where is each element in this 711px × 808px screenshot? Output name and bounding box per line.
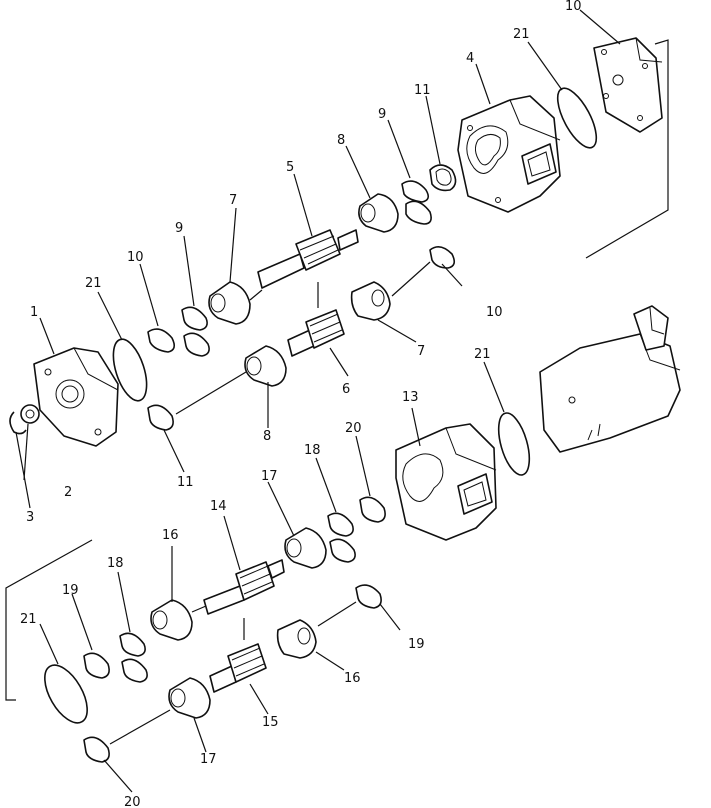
part-15-driven-gear[interactable] [209,643,267,693]
label-11a: 11 [414,83,431,98]
label-20a: 20 [345,421,362,436]
label-2: 2 [64,485,72,500]
label-10b: 10 [486,305,503,320]
label-3: 3 [26,510,34,525]
label-8b: 8 [263,429,271,444]
part-19-seal-right[interactable] [355,584,382,609]
part-21-o-ring-top[interactable] [550,83,604,153]
label-21a: 21 [513,27,530,42]
label-1: 1 [30,305,38,320]
label-14: 14 [210,499,227,514]
part-10-seal-left[interactable] [147,328,176,353]
part-13-pump-housing[interactable] [395,423,497,541]
part-21-o-ring-bottom[interactable] [36,658,96,729]
label-21d: 21 [20,612,37,627]
label-13: 13 [402,390,419,405]
label-19a: 19 [62,583,79,598]
label-18a: 18 [304,443,321,458]
part-17-bushing-upper[interactable] [284,527,327,569]
label-10a: 10 [127,250,144,265]
part-8-bushing-upper[interactable] [358,193,399,233]
part-16-bushing-right[interactable] [276,619,317,659]
part-21-o-ring-middle[interactable] [493,410,536,479]
part-16-bushing-left[interactable] [150,599,193,641]
label-17a: 17 [261,469,278,484]
part-7-bushing-right[interactable] [350,281,391,321]
label-9a: 9 [378,107,386,122]
part-19-seal-left[interactable] [83,652,110,679]
label-4: 4 [466,51,474,66]
part-8-bushing-lower[interactable] [244,345,287,387]
label-19b: 19 [408,637,425,652]
part-20-seal-upper[interactable] [359,496,386,523]
part-9-gasket-left[interactable] [181,306,210,357]
part-9-gasket-upper-right[interactable] [401,180,432,225]
label-21c: 21 [474,347,491,362]
label-21b: 21 [85,276,102,291]
leader-lines [15,9,621,793]
label-12: 10 [565,0,582,14]
part-20-seal-lower[interactable] [83,736,110,763]
label-15: 15 [262,715,279,730]
part-18-gasket-right[interactable] [327,512,356,563]
part-10-seal-right[interactable] [429,246,456,269]
label-7a: 7 [229,193,237,208]
part-3-snap-ring[interactable] [9,411,27,435]
part-5-drive-gear-shaft[interactable] [257,229,359,289]
assembly-bracket-bottom [5,539,93,701]
label-9b: 9 [175,221,183,236]
assembly-bracket-top [585,39,669,259]
part-21-o-ring-left[interactable] [107,335,153,405]
label-16b: 16 [344,671,361,686]
part-12-rear-cover[interactable] [593,37,663,133]
label-17b: 17 [200,752,217,767]
part-17-bushing-lower[interactable] [168,677,211,719]
assembly-lines-upper [175,261,431,415]
part-14-drive-gear-shaft[interactable] [203,559,285,615]
part-4-pump-housing[interactable] [457,95,561,213]
assembly-lines-lower [109,601,357,745]
part-6-driven-gear[interactable] [287,309,345,357]
part-2-oil-seal[interactable] [20,404,40,424]
label-7b: 7 [417,344,425,359]
part-1-front-cover[interactable] [33,347,119,447]
part-18-gasket-left[interactable] [119,632,148,683]
part-7-bushing-upper-left[interactable] [208,281,251,325]
label-20b: 20 [124,795,141,808]
part-11-seal-lower[interactable] [147,404,174,431]
label-6: 6 [342,382,350,397]
label-16a: 16 [162,528,179,543]
pump-body-assembled [539,305,681,453]
part-number-labels: 10 21 4 11 9 8 5 7 9 10 21 1 2 3 10 7 6 … [20,0,582,808]
label-8a: 8 [337,133,345,148]
label-11b: 11 [177,475,194,490]
label-5: 5 [286,160,294,175]
label-18b: 18 [107,556,124,571]
